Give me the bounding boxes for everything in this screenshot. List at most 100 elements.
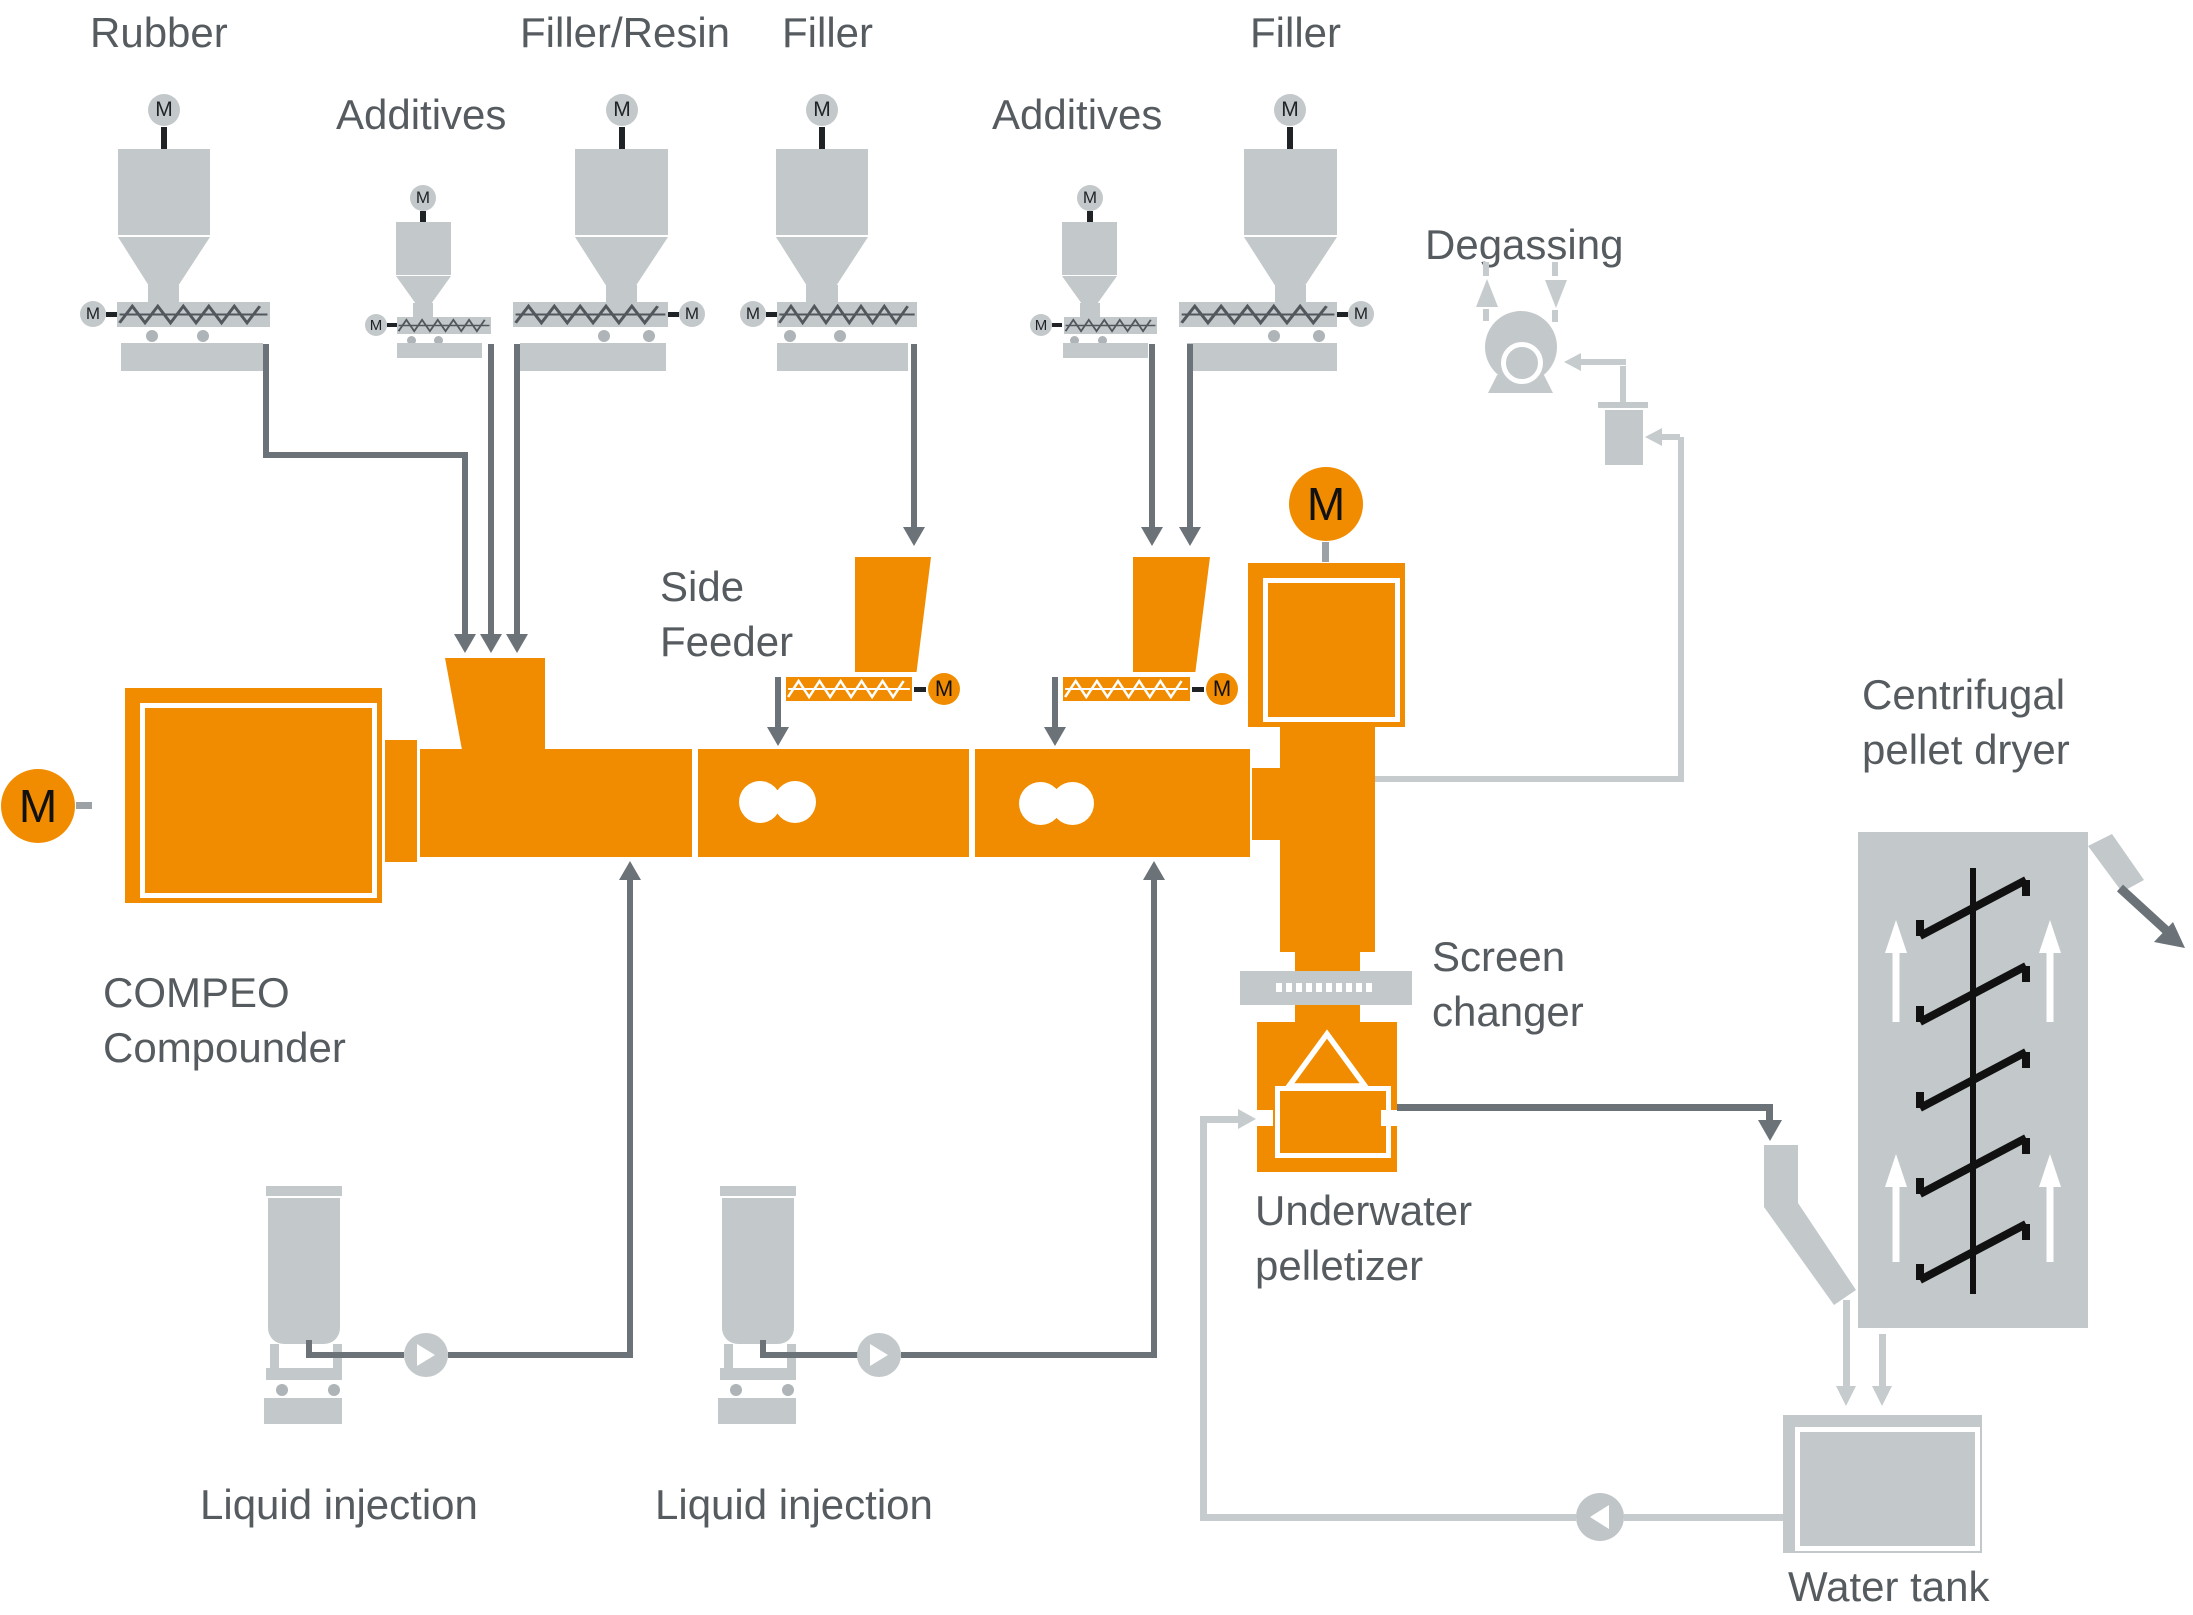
main-motor-icon: M [1, 769, 75, 843]
injection-line [901, 1352, 1154, 1358]
vent-dash [1552, 262, 1558, 276]
pellet-line-h [1397, 1104, 1772, 1111]
rubber-feed-line [263, 452, 468, 458]
liquid-tank [722, 1198, 794, 1344]
pump-triangle-icon [417, 1344, 435, 1366]
screen-dot [1306, 983, 1312, 992]
side-feeder-motor-icon: M [928, 673, 960, 705]
screw-motor-shaft [106, 312, 117, 317]
screen-dot [1346, 983, 1352, 992]
side-feeder-hopper [855, 557, 931, 672]
screw-motor-shaft [387, 323, 397, 327]
arrow-right-icon [1238, 1109, 1256, 1129]
load-cell [598, 330, 610, 342]
side-feeder-hopper [1133, 557, 1210, 672]
motor-icon: M [1077, 185, 1103, 211]
screw-feeder [1179, 302, 1337, 327]
screen-dot [1326, 983, 1332, 992]
arrow-down-icon [480, 634, 502, 653]
barrel-discharge-coupling [1252, 768, 1280, 840]
water-tank [1783, 1415, 1982, 1553]
barrel-segment-1 [420, 749, 692, 857]
motor-icon: M [606, 94, 638, 126]
hopper-neck [413, 303, 433, 317]
hopper-body [1244, 149, 1337, 235]
arrow-up-icon [1476, 279, 1498, 307]
arrow-down-icon [767, 727, 789, 746]
arrow-left-icon [1645, 428, 1662, 446]
rubber-feed-line [263, 344, 269, 458]
pelletizer-port [1381, 1110, 1397, 1126]
tank-lid [266, 1186, 342, 1196]
label-liquid-injection-2: Liquid injection [655, 1481, 933, 1528]
hopper-neck [806, 285, 838, 302]
arrow-down-icon [903, 527, 925, 546]
vacuum-pump-base [1488, 375, 1553, 393]
pelletizer-die-frame [1275, 1086, 1391, 1158]
main-motor-shaft [76, 802, 92, 809]
hopper-neck [1080, 303, 1100, 317]
hopper-neck [148, 285, 179, 302]
side-feeder-motor-icon: M [1206, 673, 1238, 705]
injection-line [448, 1352, 630, 1358]
arrow-up-icon [619, 861, 641, 880]
arrow-down-icon [1758, 1120, 1782, 1141]
arrow-left-icon [1564, 353, 1581, 371]
screw-motor-icon: M [365, 314, 387, 336]
screw-motor-icon: M [740, 301, 766, 327]
screw-feeder [513, 302, 668, 327]
vent-dash [1483, 262, 1489, 276]
tank-leg [270, 1344, 279, 1370]
load-cell [434, 336, 443, 345]
side-feed-line [1052, 677, 1058, 729]
injection-line [306, 1340, 312, 1358]
side-feeder-screw [1063, 677, 1190, 701]
load-cell [1268, 330, 1280, 342]
screw-motor-shaft [914, 687, 926, 692]
water-line [1624, 1514, 1783, 1521]
liquid-tank [268, 1198, 340, 1344]
condenser-vessel [1605, 410, 1643, 465]
pelletizer-neck [1295, 1005, 1360, 1022]
side-feeder-screw [786, 677, 912, 701]
additives1-feed-line [488, 344, 494, 636]
tank-leg [724, 1344, 733, 1370]
dryer-rotor-icon [1885, 868, 2061, 1294]
water-tank-inner-frame [1795, 1427, 1980, 1551]
vent-dash [1552, 310, 1558, 322]
motor-shaft [161, 127, 167, 149]
screw-motor-icon: M [80, 301, 106, 327]
load-cell [643, 330, 655, 342]
screen-dot [1316, 983, 1322, 992]
rubber-feed-line [462, 452, 468, 636]
water-line [1200, 1514, 1576, 1521]
feeder-base [121, 343, 263, 371]
arrow-down-icon [1545, 280, 1567, 308]
injection-line [306, 1352, 404, 1358]
motor-shaft [1287, 127, 1293, 149]
label-rubber: Rubber [90, 9, 228, 56]
scale-platform [720, 1368, 796, 1380]
screen-dot [1356, 983, 1362, 992]
arrow-down-icon [1872, 1386, 1892, 1406]
water-riser [1200, 1116, 1207, 1521]
vent-dash [1483, 309, 1489, 321]
label-centrifugal-dryer: Centrifugal pellet dryer [1862, 671, 2070, 773]
screw-motor-shaft [1337, 312, 1348, 317]
hopper-body [1062, 222, 1117, 275]
load-cell [782, 1384, 794, 1396]
discharge-column [1280, 727, 1375, 952]
hopper-funnel [396, 276, 451, 303]
label-additives-2: Additives [992, 91, 1163, 138]
discharge-inner-frame [1263, 578, 1400, 722]
barrel-segment-3 [975, 749, 1250, 857]
main-feed-hopper [445, 658, 545, 750]
screw-motor-shaft [1192, 687, 1204, 692]
water-line [1207, 1116, 1240, 1123]
discharge-motor-icon: M [1289, 467, 1363, 541]
drain-line [1879, 1334, 1886, 1388]
label-filler-right: Filler [1250, 9, 1341, 56]
scale-base [718, 1398, 796, 1424]
screen-changer-neck [1295, 952, 1360, 971]
